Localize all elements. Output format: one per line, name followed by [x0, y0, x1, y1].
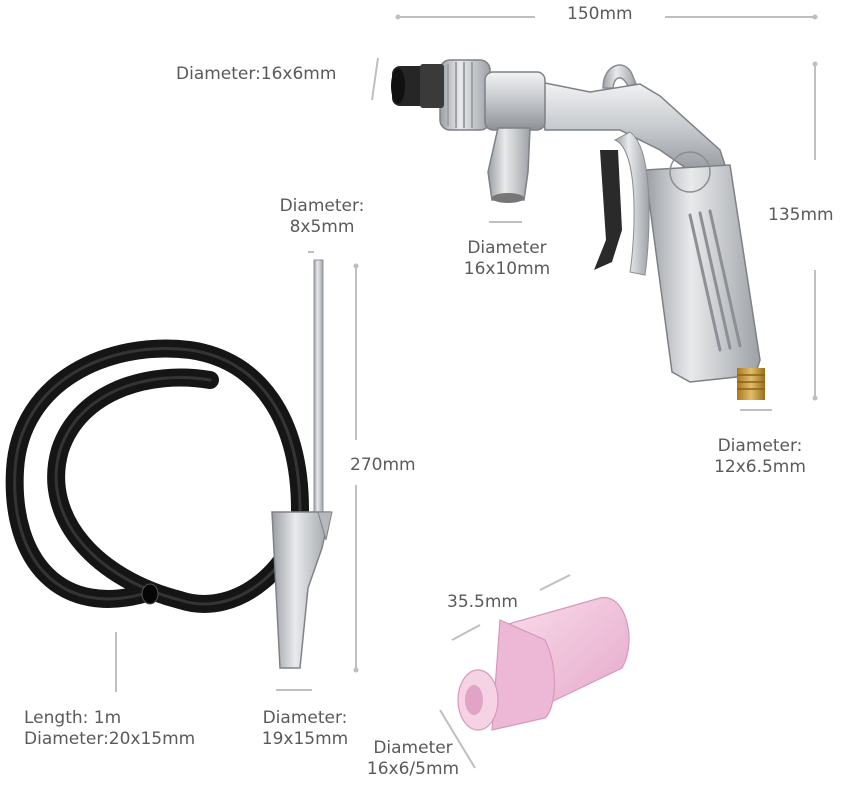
ceramic-diameter-label: Diameter 16x6/5mm — [358, 738, 468, 780]
gun-height-label: 135mm — [768, 205, 834, 225]
gun-length-label: 150mm — [567, 4, 633, 24]
pickup-base-diameter-label: Diameter: 19x15mm — [245, 708, 365, 750]
gun-air-fitting-label: Diameter: 12x6.5mm — [700, 436, 820, 478]
gun-inlet-title: Diameter — [467, 238, 547, 258]
pickup-tube-value: 8x5mm — [289, 217, 355, 237]
hose-length: Length: 1m — [24, 708, 122, 728]
ceramic-nozzle — [457, 597, 630, 731]
sandblast-gun — [391, 59, 765, 400]
pickup-tube-diameter-label: Diameter: 8x5mm — [262, 196, 382, 238]
pickup-base-title: Diameter: — [262, 708, 348, 728]
gun-air-fitting-title: Diameter: — [717, 436, 803, 456]
gun-inlet-label: Diameter 16x10mm — [452, 238, 562, 280]
pickup-length-label: 270mm — [350, 455, 416, 475]
ceramic-length-label: 35.5mm — [447, 592, 518, 612]
pickup-base-value: 19x15mm — [261, 729, 349, 749]
pickup-tube — [271, 259, 333, 669]
gun-inlet-value: 16x10mm — [463, 259, 551, 279]
gun-air-fitting-value: 12x6.5mm — [714, 457, 806, 477]
pickup-tube-title: Diameter: — [279, 196, 365, 216]
ceramic-diameter-title: Diameter — [373, 738, 453, 758]
ceramic-diameter-value: 16x6/5mm — [366, 759, 460, 779]
hose-label: Length: 1m Diameter:20x15mm — [24, 708, 195, 750]
hose-diameter: Diameter:20x15mm — [24, 729, 196, 749]
dimension-lines — [115, 14, 818, 769]
gun-nozzle-diameter-label: Diameter:16x6mm — [176, 64, 337, 84]
air-hose — [5, 339, 310, 613]
